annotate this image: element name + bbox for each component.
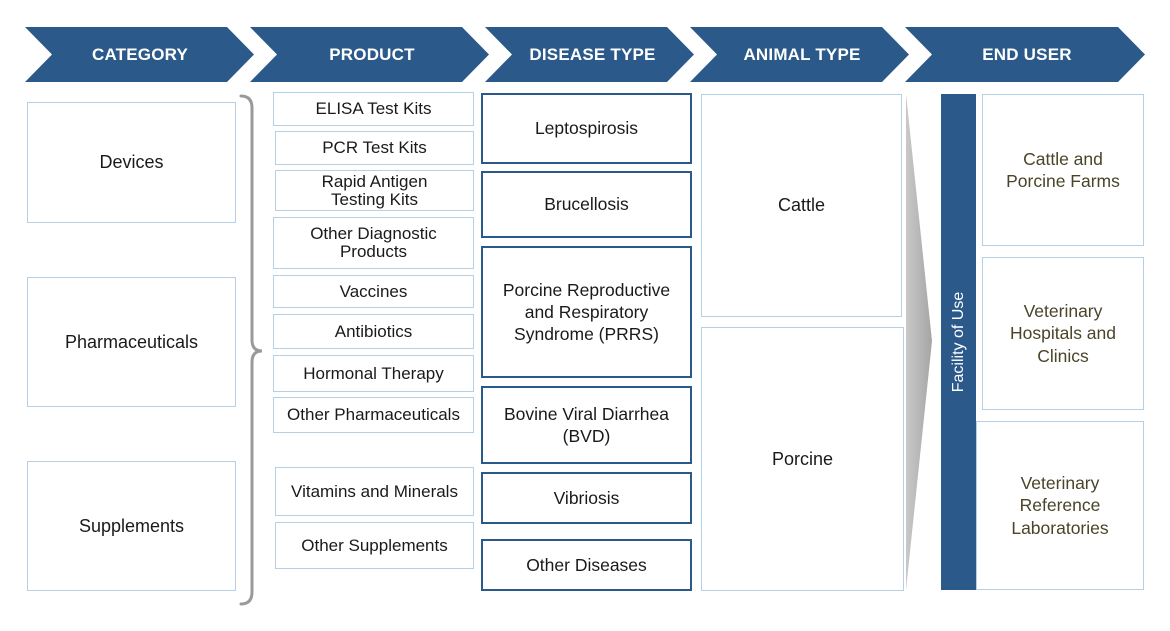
product-vitamins-and-minerals: Vitamins and Minerals <box>275 467 474 516</box>
header-category: CATEGORY <box>91 44 189 64</box>
product-hormonal-therapy: Hormonal Therapy <box>273 355 474 392</box>
end-user-reference-laboratories: Veterinary Reference Laboratories <box>976 421 1144 590</box>
header-chevron-disease-type <box>485 27 694 82</box>
header-chevron-product <box>250 27 489 82</box>
header-chevron-animal-type <box>690 27 909 82</box>
disease-prrs: Porcine Reproductive and Respiratory Syn… <box>481 246 692 378</box>
disease-brucellosis: Brucellosis <box>481 171 692 238</box>
category-supplements: Supplements <box>27 461 236 591</box>
category-pharmaceuticals: Pharmaceuticals <box>27 277 236 407</box>
product-other-pharmaceuticals: Other Pharmaceuticals <box>273 397 474 433</box>
disease-other-diseases: Other Diseases <box>481 539 692 591</box>
header-disease-type: DISEASE TYPE <box>529 44 656 64</box>
header-chevron-category <box>25 27 254 82</box>
facility-of-use-label: Facility of Use <box>949 291 967 393</box>
disease-bvd: Bovine Viral Diarrhea (BVD) <box>481 386 692 464</box>
header-product: PRODUCT <box>329 44 415 64</box>
header-chevron-end-user <box>905 27 1145 82</box>
header-end-user: END USER <box>982 44 1072 64</box>
header-chevrons <box>25 27 1145 82</box>
product-other-diagnostic-products: Other Diagnostic Products <box>273 217 474 269</box>
end-user-farms: Cattle and Porcine Farms <box>982 94 1144 246</box>
product-other-supplements: Other Supplements <box>275 522 474 569</box>
header-animal-type: ANIMAL TYPE <box>743 44 861 64</box>
animal-cattle: Cattle <box>701 94 902 317</box>
product-pcr-test-kits: PCR Test Kits <box>275 131 474 165</box>
disease-vibriosis: Vibriosis <box>481 472 692 524</box>
facility-of-use-bar: Facility of Use <box>941 94 976 590</box>
product-vaccines: Vaccines <box>273 275 474 308</box>
product-rapid-antigen-testing-kits: Rapid Antigen Testing Kits <box>275 170 474 211</box>
disease-leptospirosis: Leptospirosis <box>481 93 692 164</box>
product-elisa-test-kits: ELISA Test Kits <box>273 92 474 126</box>
animal-porcine: Porcine <box>701 327 904 591</box>
product-antibiotics: Antibiotics <box>273 314 474 349</box>
end-user-veterinary-hospitals: Veterinary Hospitals and Clinics <box>982 257 1144 410</box>
category-devices: Devices <box>27 102 236 223</box>
